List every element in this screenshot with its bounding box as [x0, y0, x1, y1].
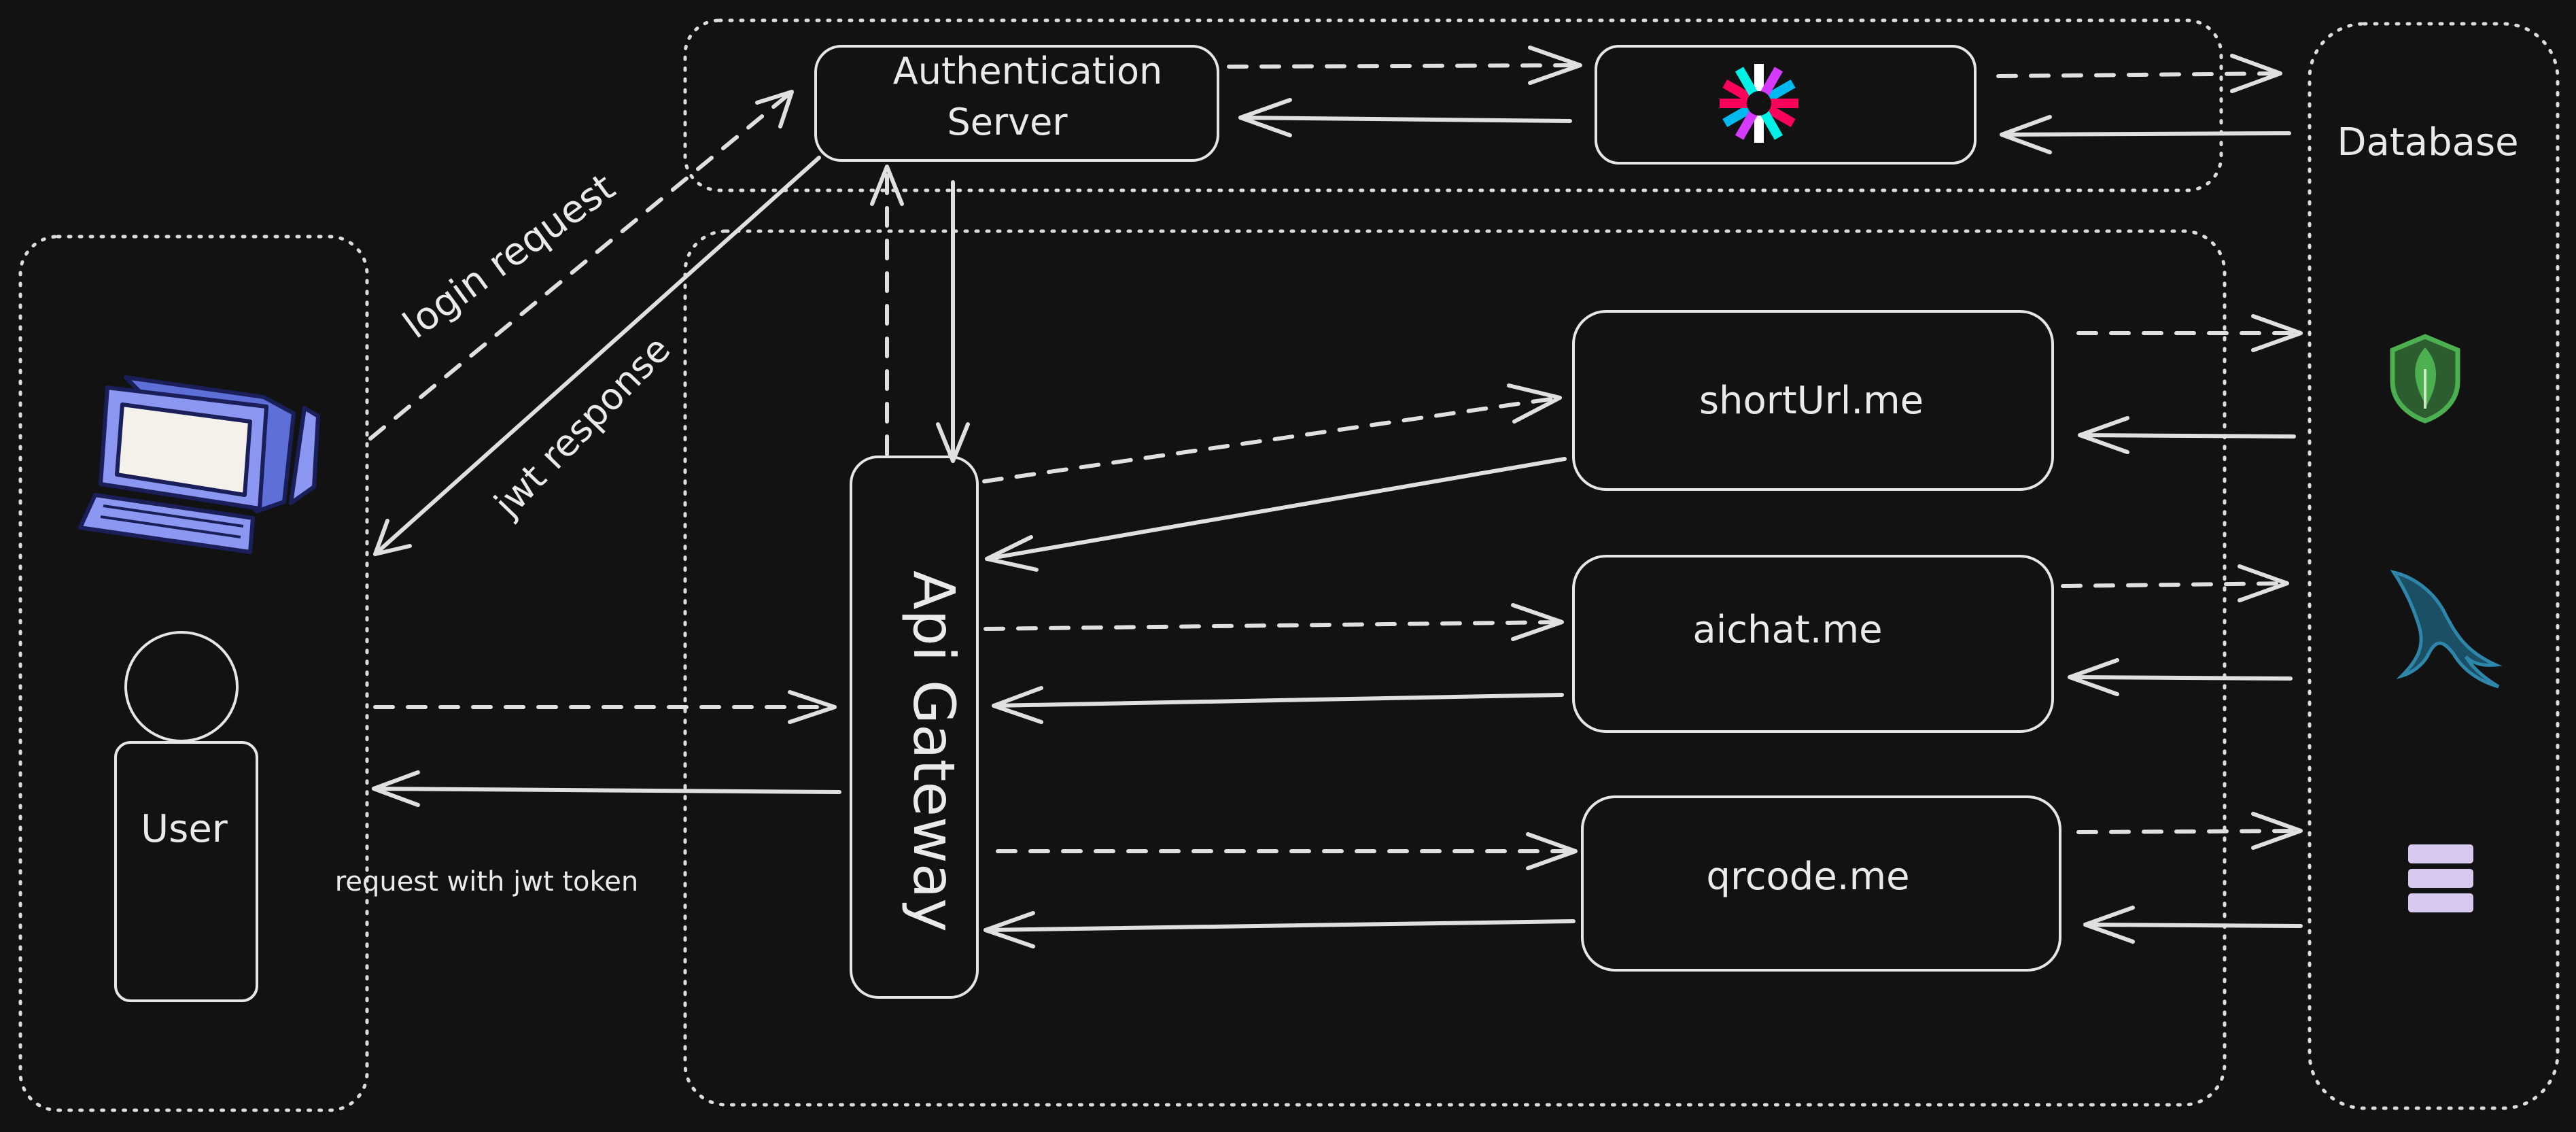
arrowhead-jwt-to-auth: [1238, 98, 1292, 137]
arrowhead-qrcode-to-db: [2251, 812, 2303, 850]
arrow-db-to-qrcode: [2083, 923, 2303, 928]
arrowhead-aichat-to-db: [2238, 564, 2289, 602]
mongodb-leaf-icon: [2390, 334, 2460, 424]
user-figure-icon: [114, 631, 258, 1002]
arrow-shorturl-to-gateway: [985, 457, 1567, 561]
arrowhead-gateway-to-aichat: [1511, 603, 1564, 641]
computer-side: [289, 406, 320, 505]
service-box-qrcode: [1581, 795, 2061, 972]
auth-server-box: [814, 45, 1219, 162]
computer-keys: [100, 504, 244, 538]
arrowhead-user-to-gateway: [788, 690, 837, 724]
arrowhead-jwt-response: [373, 519, 412, 556]
jwt-box: [1595, 45, 1977, 165]
arrowhead-db-to-shorturl: [2078, 416, 2129, 454]
client-group: [18, 235, 369, 1112]
arrow-qrcode-to-db: [2076, 829, 2303, 834]
service-box-aichat: [1572, 555, 2054, 733]
user-head: [124, 631, 239, 742]
arrowhead-auth-to-gateway: [936, 422, 970, 463]
api-gateway-box: [850, 456, 979, 999]
request-with-token-label: request with jwt token: [335, 866, 638, 897]
api-gateway-label: Api Gateway: [901, 570, 967, 932]
arrowhead-shorturl-to-gateway: [985, 535, 1039, 572]
arrowhead-db-to-qrcode: [2083, 906, 2135, 944]
arrowhead-gateway-to-user: [372, 770, 420, 807]
arrow-db-to-jwt: [2000, 131, 2291, 137]
login-request-label: login request: [396, 165, 623, 347]
arrowhead-jwt-to-db: [2230, 54, 2282, 93]
arrowhead-gateway-to-qrcode: [1526, 832, 1578, 870]
arrowhead-db-to-jwt: [2000, 115, 2052, 154]
arrow-gateway-to-shorturl: [982, 396, 1562, 483]
arrow-db-to-aichat: [2068, 675, 2293, 681]
database-stack-icon: [2408, 844, 2473, 912]
arrow-aichat-to-db: [2061, 581, 2289, 588]
jwt-response-label: jwt response: [485, 328, 678, 526]
jwt-hub: [1747, 91, 1771, 116]
user-body: [114, 741, 258, 1002]
arrow-jwt-response: [373, 156, 821, 556]
arrowhead-qrcode-to-gateway: [984, 911, 1035, 948]
arrowhead-auth-to-jwt: [1528, 46, 1582, 85]
jwt-logo-icon: [1720, 64, 1798, 143]
mysql-dolphin-icon: [2390, 570, 2503, 689]
arrow-jwt-to-auth: [1238, 116, 1572, 123]
arrow-jwt-to-db: [1996, 71, 2282, 78]
arrowhead-shorturl-to-db: [2251, 314, 2303, 352]
arrowhead-aichat-to-gateway: [992, 686, 1043, 724]
auth-server-label-line1: Authentication: [893, 50, 1162, 92]
arrowhead-gateway-to-shorturl: [1507, 383, 1562, 424]
mysql-dolphin-body: [2390, 570, 2503, 689]
auth-server-label-line2: Server: [947, 101, 1068, 143]
service-box-shorturl: [1572, 310, 2054, 491]
arrow-login-request: [368, 90, 794, 441]
user-label: User: [141, 807, 228, 851]
arrowhead-gateway-to-auth: [870, 165, 904, 206]
services-group: [683, 229, 2227, 1107]
arrow-qrcode-to-gateway: [984, 919, 1576, 932]
stack-layer-2: [2408, 869, 2473, 888]
computer-screen: [115, 402, 252, 497]
stack-layer-3: [2408, 893, 2473, 912]
arrow-db-to-shorturl: [2078, 433, 2296, 439]
service-label-shorturl: shortUrl.me: [1699, 379, 1924, 423]
arrow-auth-to-jwt: [1227, 63, 1582, 69]
computer-icon: [78, 375, 320, 554]
database-label: Database: [2337, 120, 2518, 165]
service-label-aichat: aichat.me: [1692, 608, 1882, 652]
arrowhead-db-to-aichat: [2068, 658, 2119, 696]
arrow-aichat-to-gateway: [992, 693, 1564, 708]
stack-layer-1: [2408, 844, 2473, 863]
arrows: [368, 46, 2303, 948]
arrow-gateway-to-user: [372, 787, 841, 794]
arrowhead-login-request: [755, 90, 794, 128]
database-group: [2308, 22, 2560, 1110]
arrow-gateway-to-aichat: [984, 620, 1564, 631]
service-label-qrcode: qrcode.me: [1706, 855, 1909, 899]
